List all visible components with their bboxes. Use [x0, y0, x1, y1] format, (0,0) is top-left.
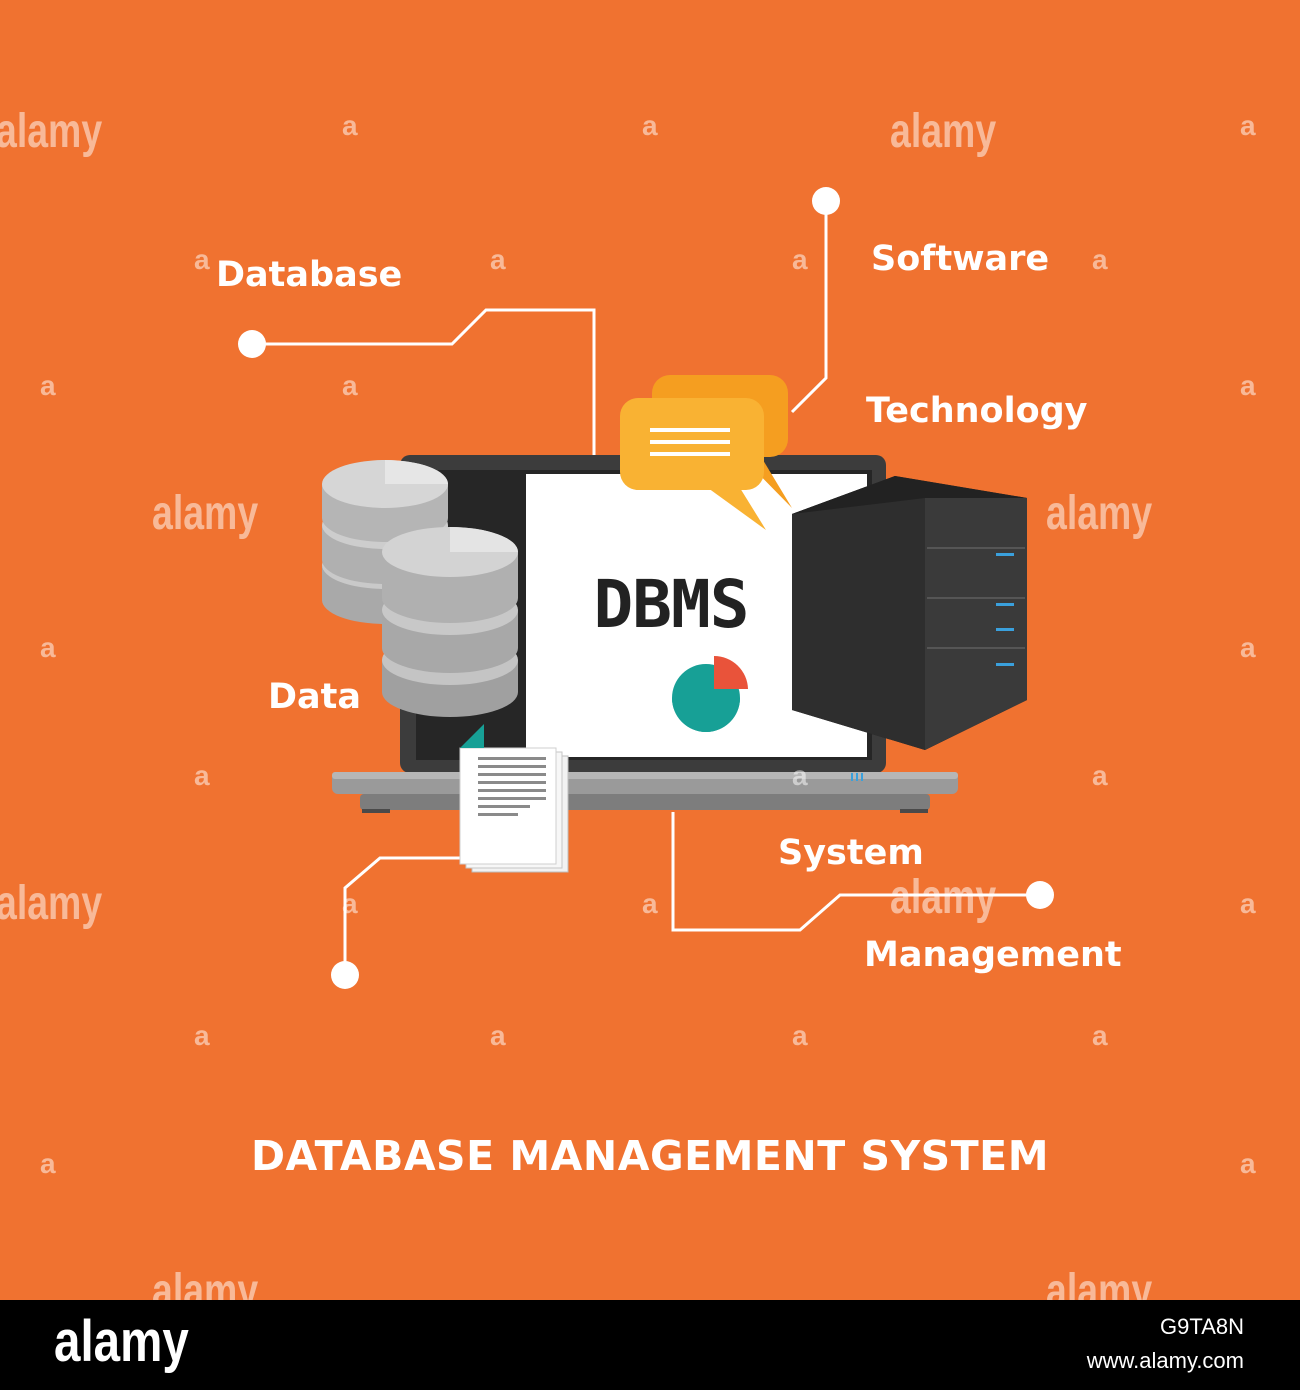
- watermark-letter: a: [342, 888, 358, 919]
- label-management: Management: [864, 935, 1122, 975]
- footer-bar: [0, 1300, 1300, 1390]
- connector-lines: [252, 201, 1040, 975]
- footer-brand-logo: alamy: [54, 1309, 189, 1374]
- watermark-letter: a: [792, 1020, 808, 1051]
- watermark-letter: a: [342, 370, 358, 401]
- dot-software: [812, 187, 840, 215]
- watermark-letter: a: [642, 110, 658, 141]
- diagram-title: DATABASE MANAGEMENT SYSTEM: [250, 1132, 1049, 1180]
- watermark-letter: a: [1092, 760, 1108, 791]
- watermark-logo: alamy: [152, 487, 259, 540]
- watermark-letter: a: [1240, 632, 1256, 663]
- footer-image-id: G9TA8N: [1160, 1314, 1244, 1339]
- speech-bubble-lines: [650, 428, 730, 456]
- watermark-letter: a: [40, 632, 56, 663]
- watermark-logo: alamy: [152, 1265, 259, 1301]
- connector-data: [343, 856, 467, 975]
- connector-database: [252, 308, 596, 455]
- laptop-indicator-lights: [851, 773, 863, 781]
- watermark-letter: a: [342, 110, 358, 141]
- server-led-lights: [996, 553, 1014, 666]
- watermark-letter: a: [490, 244, 506, 275]
- watermark-letter: a: [1240, 370, 1256, 401]
- screen-dbms-text: DBMS: [593, 566, 750, 643]
- laptop-base-lip: [360, 794, 930, 810]
- watermark-letter: a: [194, 760, 210, 791]
- watermark-letter: a: [792, 760, 808, 791]
- dbms-illustration: [238, 187, 1054, 989]
- pie-slice-teal-rest: [672, 664, 740, 732]
- watermark-letter: a: [40, 370, 56, 401]
- database-stack-icon: [322, 460, 518, 717]
- laptop-base-highlight: [332, 772, 958, 779]
- pie-slice-red: [714, 656, 748, 689]
- database-stack-front: [382, 527, 518, 717]
- watermark-letter: a: [1092, 244, 1108, 275]
- watermark-letter: a: [642, 888, 658, 919]
- label-technology: Technology: [866, 391, 1088, 431]
- watermark-logo: alamy: [890, 871, 997, 924]
- watermark-logo: alamy: [890, 105, 997, 158]
- connector-system: [671, 812, 1040, 932]
- label-database: Database: [216, 255, 403, 295]
- footer-url: www.alamy.com: [1086, 1348, 1244, 1373]
- dot-database: [238, 330, 266, 358]
- watermark-letter: a: [194, 1020, 210, 1051]
- diagram-canvas: alamy alamy alamy alamy alamy alamy alam…: [0, 0, 1300, 1300]
- watermark-logo: alamy: [1046, 1265, 1153, 1301]
- watermark-letter: a: [1092, 1020, 1108, 1051]
- pie-chart-icon: [672, 656, 748, 732]
- watermark-letter: a: [490, 1020, 506, 1051]
- watermark-letter: a: [1240, 888, 1256, 919]
- watermark-logo: alamy: [0, 877, 103, 930]
- server-shelves: [927, 547, 1025, 649]
- watermark-letter: a: [1240, 1148, 1256, 1179]
- laptop-foot-left: [362, 809, 390, 813]
- document-text-lines: [478, 757, 546, 816]
- laptop-foot-right: [900, 809, 928, 813]
- watermark-logo: alamy: [0, 105, 103, 158]
- paper-document-icon: [459, 724, 569, 873]
- label-data: Data: [268, 677, 362, 717]
- watermark-letter: a: [792, 244, 808, 275]
- label-software: Software: [871, 239, 1050, 279]
- dot-data: [331, 961, 359, 989]
- watermark-letter: a: [40, 1148, 56, 1179]
- speech-bubble-icon: [620, 375, 792, 530]
- connector-software: [790, 201, 828, 414]
- dot-management: [1026, 881, 1054, 909]
- server-rack-icon: [792, 476, 1027, 750]
- watermark-logo: alamy: [1046, 487, 1153, 540]
- label-system: System: [778, 833, 924, 873]
- connector-dots: [238, 187, 1054, 989]
- watermark-letter: a: [194, 244, 210, 275]
- watermark-letter: a: [1240, 110, 1256, 141]
